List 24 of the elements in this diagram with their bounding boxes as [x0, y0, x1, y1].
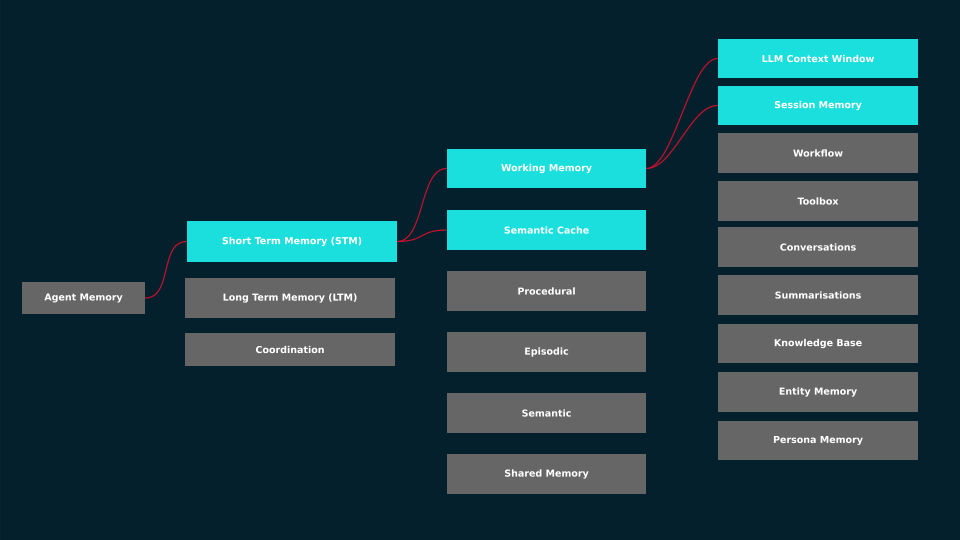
memory-box: Toolbox — [718, 181, 918, 221]
memory-box: Conversations — [718, 226, 918, 267]
memory-box: Persona Memory — [718, 420, 918, 460]
memory-box: Agent Memory — [22, 282, 145, 314]
highlighted-box: Working Memory — [447, 149, 646, 188]
memory-box: Semantic — [447, 392, 646, 433]
connector-curve — [646, 58, 718, 170]
memory-box: Procedural — [447, 270, 646, 311]
connector-curve — [646, 104, 718, 170]
connector-curve — [397, 168, 447, 242]
memory-box: Episodic — [447, 332, 646, 372]
highlighted-box: Session Memory — [718, 86, 918, 125]
memory-box: Coordination — [185, 332, 395, 366]
memory-box: Shared Memory — [447, 454, 646, 494]
memory-box: Entity Memory — [718, 372, 918, 412]
memory-box: Long Term Memory (LTM) — [185, 278, 395, 318]
highlighted-box: Short Term Memory (STM) — [187, 221, 397, 262]
highlighted-box: Semantic Cache — [447, 210, 646, 250]
memory-box: Workflow — [718, 133, 918, 173]
connector-curve — [397, 229, 447, 242]
memory-box: Summarisations — [718, 274, 918, 315]
highlighted-box: LLM Context Window — [718, 39, 918, 78]
memory-box: Knowledge Base — [718, 324, 918, 363]
connector-curve — [145, 240, 187, 299]
